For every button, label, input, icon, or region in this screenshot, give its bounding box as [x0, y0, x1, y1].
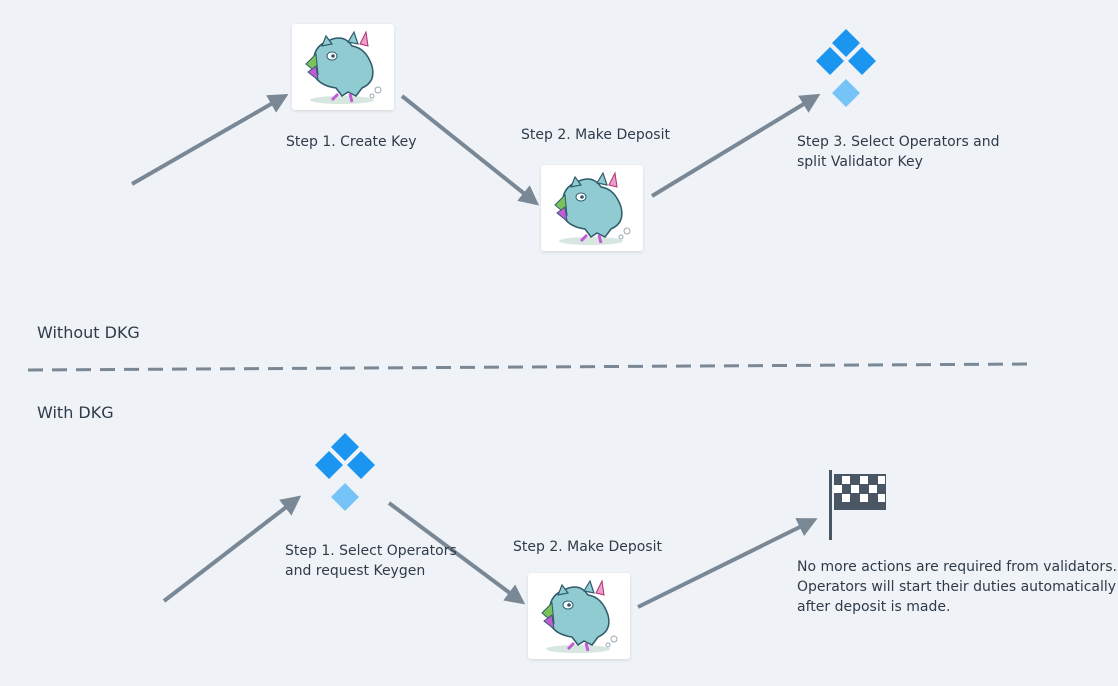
section-label-without-dkg: Without DKG: [37, 323, 140, 342]
diamond-shape: [331, 483, 359, 511]
diamond-shape: [347, 451, 375, 479]
arrow-start-to-create-key: [131, 94, 289, 186]
diamond-shape: [848, 47, 876, 75]
card-make-deposit-bottom: [528, 573, 630, 659]
arrow-start-to-select-operators: [162, 495, 302, 603]
card-make-deposit-top: [541, 165, 643, 251]
step-label-create-key: Step 1. Create Key: [286, 134, 417, 150]
arrow-create-key-to-deposit: [400, 94, 540, 206]
arrow-deposit-to-operators: [650, 93, 821, 198]
final-note: No more actions are required from valida…: [797, 559, 1117, 615]
arrow-select-operators-to-deposit: [387, 501, 526, 605]
section-divider: [27, 362, 1033, 372]
diamond-shape: [315, 451, 343, 479]
diamond-shape: [832, 29, 860, 57]
section-label-with-dkg: With DKG: [37, 403, 114, 422]
ssv-diamond-logo-icon: [315, 433, 375, 511]
card-create-key: [292, 24, 394, 110]
rhino-mascot-icon: [554, 171, 631, 245]
diamond-shape: [331, 433, 359, 461]
step-label-select-operators-split: Step 3. Select Operators and split Valid…: [797, 134, 1000, 170]
rhino-mascot-icon: [305, 30, 382, 104]
step-label-select-operators-keygen: Step 1. Select Operators and request Key…: [285, 543, 457, 579]
ssv-diamond-logo-icon: [816, 29, 876, 107]
arrow-deposit-to-finish: [637, 518, 818, 609]
step-label-make-deposit-top: Step 2. Make Deposit: [521, 127, 670, 143]
rhino-mascot-icon: [541, 579, 618, 653]
checkered-flag-icon: [829, 470, 886, 540]
diamond-shape: [832, 79, 860, 107]
diamond-shape: [816, 47, 844, 75]
step-label-make-deposit-bottom: Step 2. Make Deposit: [513, 539, 662, 555]
